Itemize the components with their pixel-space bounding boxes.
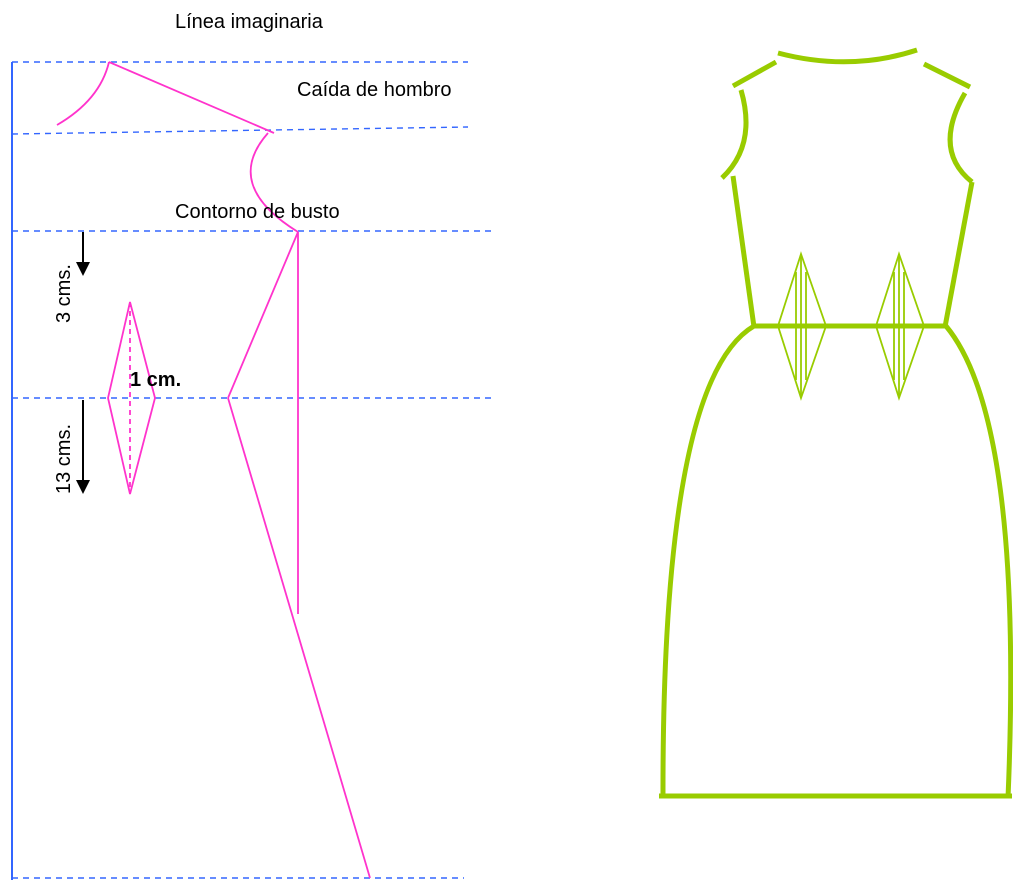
dress-right-bodice-side <box>942 181 975 328</box>
dress-neckline <box>777 47 918 65</box>
shoulder-drop-label: Caída de hombro <box>297 79 452 101</box>
dress-left-bodice-side <box>730 175 757 328</box>
neckline-curve <box>56 61 110 126</box>
measure-arrow-3 <box>76 232 90 276</box>
dress-left-skirt-side <box>660 323 756 799</box>
dress-illustration <box>659 47 1013 799</box>
side-seam-lower <box>227 397 371 879</box>
dart-width-label: 1 cm. <box>130 369 181 391</box>
armhole-curve <box>249 132 299 233</box>
side-seam-upper <box>227 231 299 399</box>
measure-arrow-13 <box>76 400 90 494</box>
measure-13-label: 13 cms. <box>53 424 75 494</box>
imaginary-line-label: Línea imaginaria <box>175 11 324 33</box>
pattern-drafting: Línea imaginaria Caída de hombro Contorn… <box>11 11 494 880</box>
dress-left-armhole <box>720 89 749 180</box>
dress-right-shoulder <box>922 61 972 90</box>
shoulder-drop-guide-line <box>11 126 469 135</box>
shoulder-line <box>108 61 275 134</box>
dress-left-shoulder <box>731 59 778 89</box>
dress-right-skirt-side <box>944 324 1013 799</box>
dress-right-armhole <box>947 91 974 184</box>
measure-3-label: 3 cms. <box>53 264 75 323</box>
bust-contour-label: Contorno de busto <box>175 201 340 223</box>
